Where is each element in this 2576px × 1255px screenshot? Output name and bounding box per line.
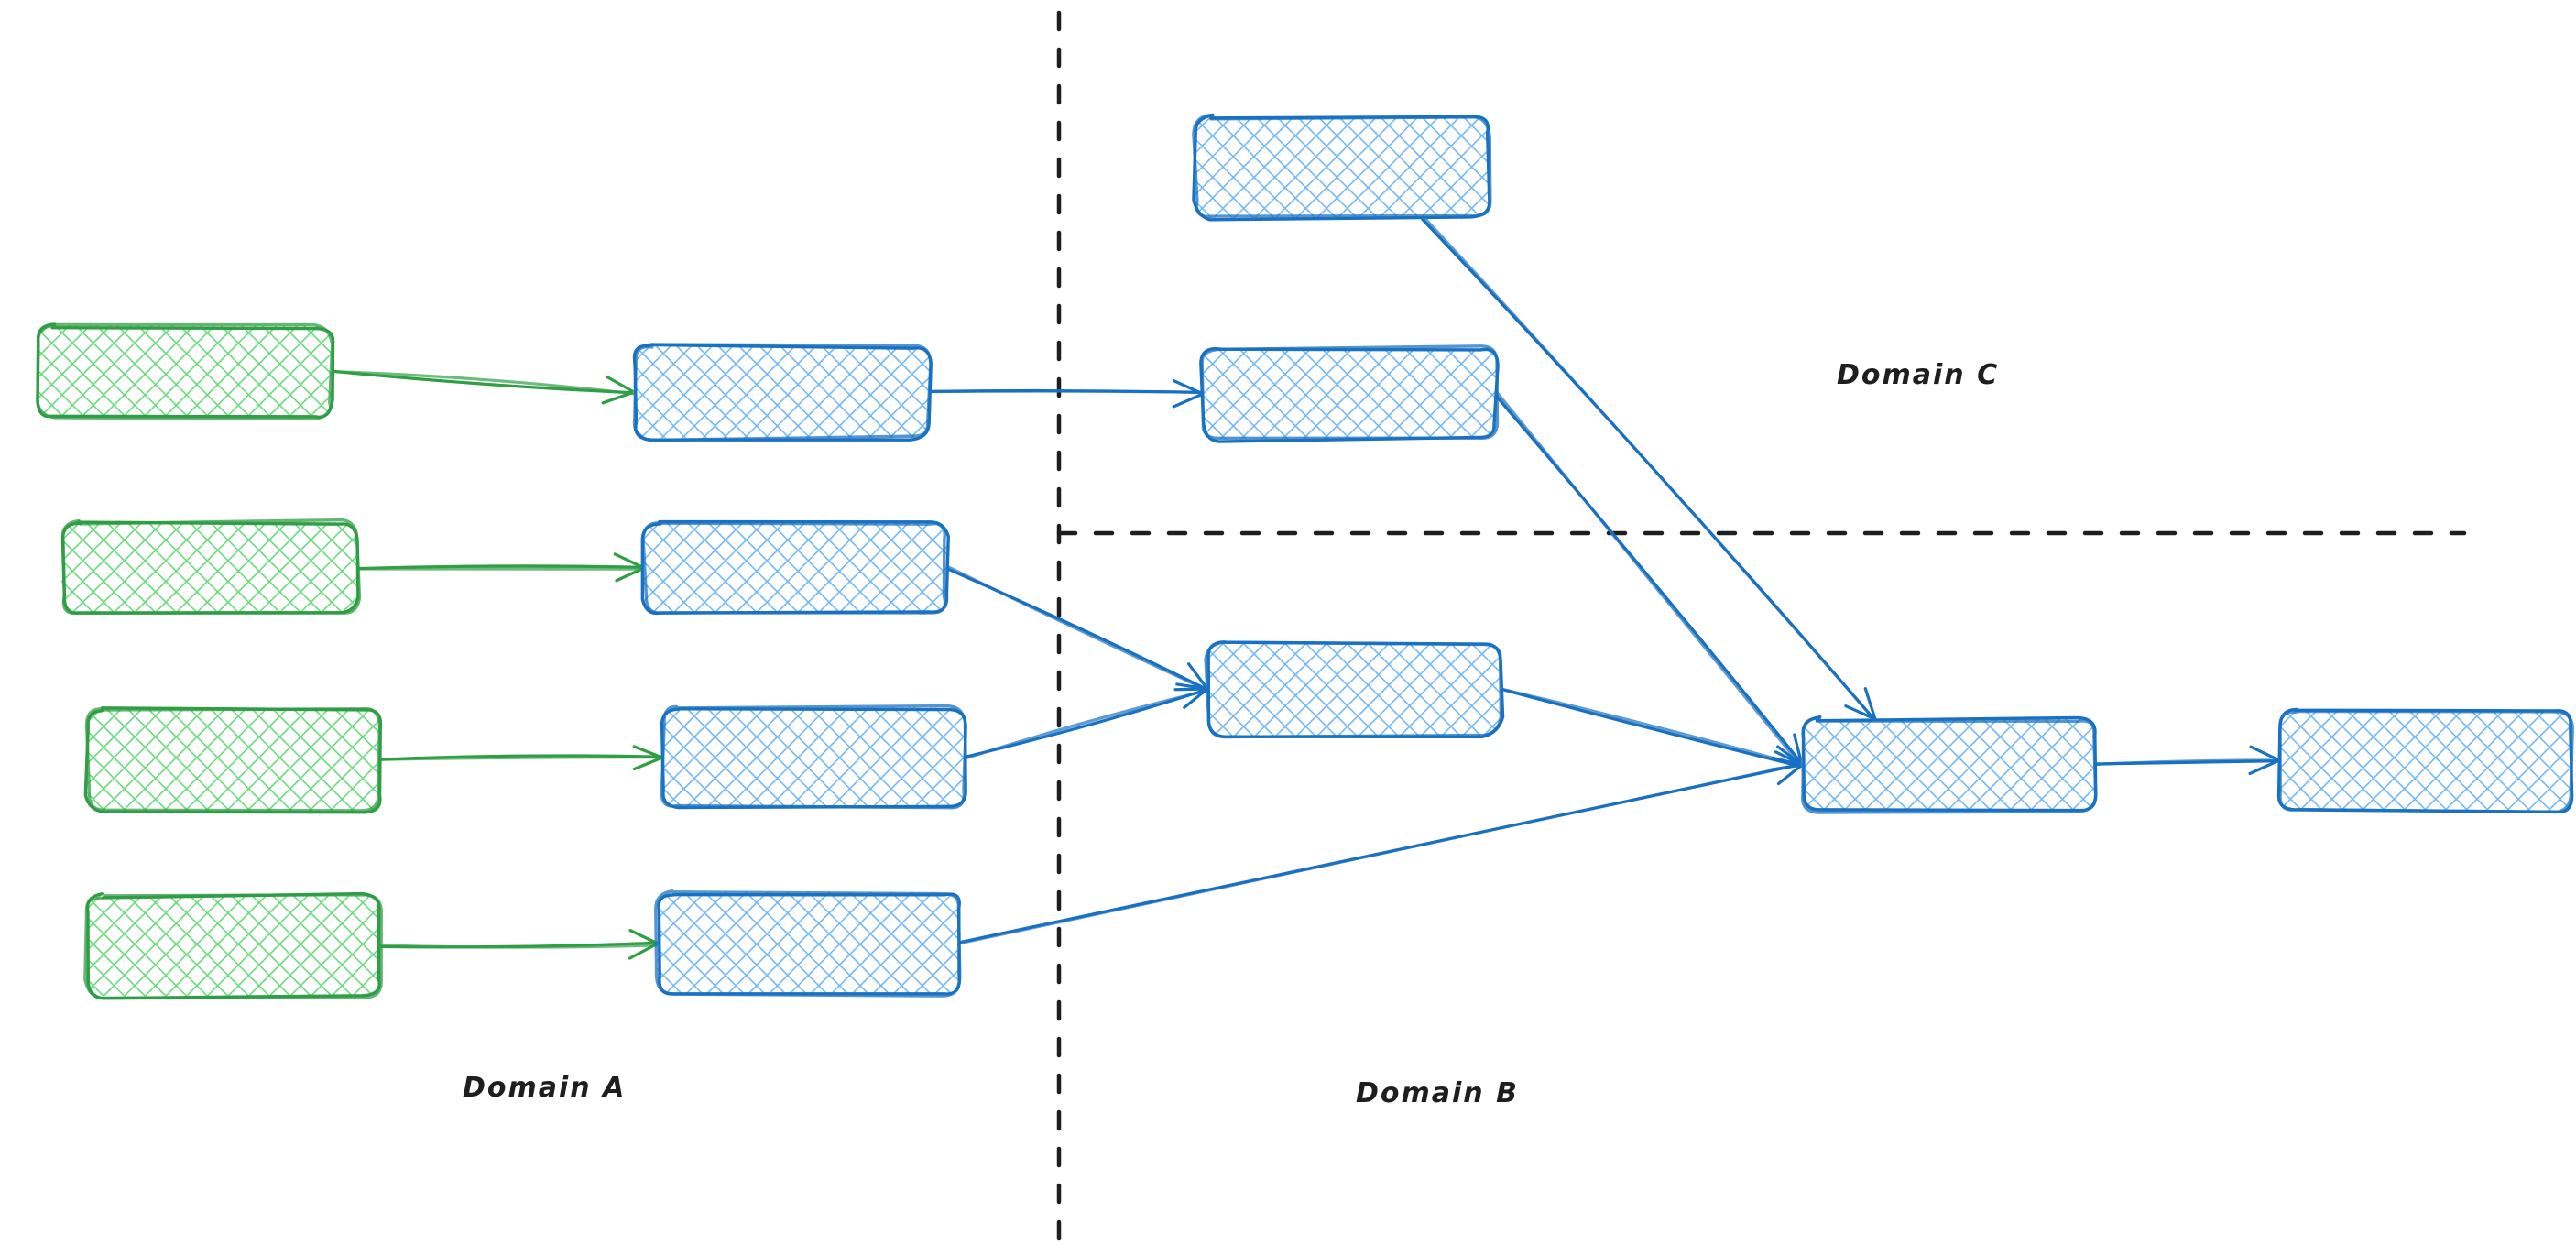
edge-e1 — [329, 369, 638, 405]
edge-arrowhead — [1183, 687, 1209, 709]
node-fill — [632, 345, 930, 439]
edge-line — [377, 944, 660, 949]
domain-label-a: Domain A — [463, 1072, 627, 1104]
edge-arrowhead — [1776, 745, 1804, 767]
node-d2[interactable] — [2276, 707, 2574, 814]
edge-arrowhead — [632, 756, 664, 771]
edge-line — [1495, 390, 1803, 767]
node-d1[interactable] — [1800, 715, 2098, 814]
edge-e10 — [1492, 390, 1804, 767]
edges-layer — [329, 216, 2283, 960]
node-fill — [1201, 348, 1497, 440]
edge-arrowhead — [1172, 379, 1205, 396]
nodes-layer — [36, 113, 2574, 1000]
node-c3[interactable] — [1204, 640, 1505, 739]
edge-line — [925, 389, 1206, 394]
node-outline — [1200, 344, 1500, 440]
node-outline — [660, 704, 968, 810]
node-outline — [60, 518, 362, 616]
node-a4[interactable] — [83, 891, 383, 1000]
node-outline — [1204, 640, 1503, 739]
node-outline — [641, 521, 947, 615]
node-b1[interactable] — [632, 343, 933, 442]
node-a2[interactable] — [60, 518, 362, 616]
node-fill — [85, 709, 380, 812]
edge-line — [331, 370, 637, 396]
node-a3[interactable] — [83, 706, 383, 814]
node-fill — [2278, 709, 2572, 811]
node-c1[interactable] — [1192, 113, 1492, 222]
edge-line — [1423, 216, 1876, 722]
node-outline — [654, 889, 962, 998]
edge-arrowhead — [613, 552, 646, 570]
edge-arrowhead — [628, 942, 660, 960]
node-fill — [661, 707, 965, 809]
node-outline — [84, 707, 382, 813]
edge-arrowhead — [1172, 392, 1205, 409]
edge-e6 — [943, 564, 1210, 692]
edge-line — [945, 564, 1209, 692]
node-fill — [85, 895, 380, 997]
edge-e9 — [1421, 216, 1877, 722]
edge-arrowhead — [2248, 758, 2281, 776]
edge-e5 — [925, 379, 1206, 409]
node-outline — [657, 892, 961, 996]
edge-e8 — [958, 756, 1805, 945]
edge-e3 — [378, 745, 665, 771]
edge-arrowhead — [628, 929, 660, 945]
edge-arrowhead — [601, 390, 636, 405]
edge-e7 — [961, 682, 1210, 761]
edge-arrowhead — [2249, 745, 2281, 762]
edge-e4 — [377, 929, 660, 960]
edge-arrowhead — [1769, 763, 1804, 771]
node-outline — [36, 322, 334, 421]
edge-e12 — [2091, 745, 2283, 776]
edge-arrowhead — [605, 375, 636, 394]
node-outline — [83, 893, 383, 1000]
edge-arrowhead — [1776, 763, 1804, 786]
node-b4[interactable] — [654, 889, 962, 998]
node-outline — [2278, 709, 2574, 814]
edge-arrowhead — [615, 566, 646, 583]
edge-arrowhead — [632, 745, 664, 759]
edge-arrowhead — [1863, 687, 1877, 721]
edge-line — [379, 755, 665, 761]
edge-e2 — [355, 552, 648, 583]
edge-arrowhead — [1186, 662, 1209, 691]
node-outline — [632, 343, 933, 442]
edge-line — [958, 762, 1805, 945]
edge-line — [1500, 687, 1804, 768]
edge-line — [2091, 758, 2283, 767]
node-fill — [1206, 643, 1501, 736]
node-fill — [1195, 115, 1490, 219]
domain-label-c: Domain C — [1837, 359, 2000, 391]
node-outline — [1800, 716, 2098, 814]
node-fill — [643, 521, 947, 615]
partition-lines — [1056, 10, 2467, 1245]
node-a1[interactable] — [36, 322, 335, 421]
node-b2[interactable] — [640, 519, 950, 616]
edge-arrowhead — [1175, 682, 1209, 691]
edge-arrowhead — [1844, 704, 1877, 721]
edge-e11 — [1500, 687, 1804, 771]
node-fill — [36, 325, 333, 419]
node-outline — [1192, 114, 1492, 219]
node-fill — [1801, 718, 2096, 812]
node-fill — [61, 520, 358, 615]
node-fill — [656, 891, 961, 994]
edge-arrowhead — [1793, 733, 1804, 767]
domain-label-b: Domain B — [1356, 1077, 1519, 1109]
node-c2[interactable] — [1199, 344, 1500, 443]
edge-line — [961, 689, 1209, 761]
node-b3[interactable] — [660, 704, 968, 810]
